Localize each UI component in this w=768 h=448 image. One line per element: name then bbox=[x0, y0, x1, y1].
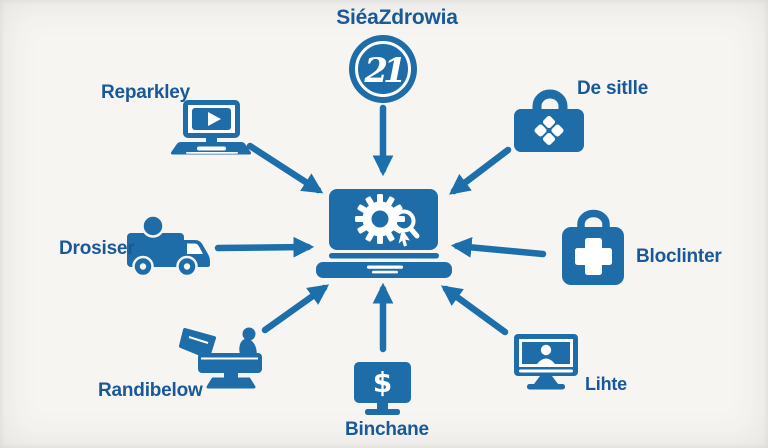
node-label-lihte: Lihte bbox=[585, 374, 627, 394]
patient-chair-icon bbox=[179, 325, 262, 389]
dollar-sign-text: $ bbox=[373, 366, 392, 399]
laptop-video-icon bbox=[170, 100, 252, 155]
badge-monogram-text: 21 bbox=[363, 51, 402, 91]
monitor-user-icon bbox=[514, 334, 578, 390]
user-shoulders bbox=[537, 358, 555, 364]
node-label-reparkley: Reparkley bbox=[101, 82, 191, 103]
node-label-de-sitlle: De sitlle bbox=[577, 78, 649, 99]
node-label-sieazdrowia: SiéaZdrowia bbox=[336, 6, 458, 29]
delivery-truck-icon bbox=[127, 214, 210, 278]
monitor-dollar-icon: $ bbox=[354, 362, 411, 415]
arrow-from-top-right bbox=[449, 146, 512, 195]
node-label-binchane: Binchane bbox=[345, 419, 429, 440]
user-head bbox=[540, 344, 552, 356]
laptop-gear-search-icon bbox=[316, 189, 452, 278]
node-label-bloclinter: Bloclinter bbox=[636, 246, 722, 267]
padlock-icon bbox=[514, 89, 584, 152]
badge-monogram-icon: 21 bbox=[349, 35, 417, 103]
node-label-drosiser: Drosiser bbox=[59, 238, 135, 259]
magnifier-icon bbox=[392, 209, 420, 247]
arrow-from-bottom-right bbox=[440, 285, 509, 336]
arrow-from-right bbox=[450, 236, 547, 258]
arrow-from-left bbox=[214, 236, 315, 258]
first-aid-kit-icon bbox=[562, 209, 624, 285]
node-label-randibelow: Randibelow bbox=[98, 380, 203, 401]
arrow-group bbox=[214, 104, 547, 353]
cursor-icon bbox=[398, 229, 410, 247]
arrow-from-top-left bbox=[246, 142, 324, 194]
arrow-from-bottom-left bbox=[261, 284, 330, 334]
flower-glyph bbox=[534, 115, 564, 146]
